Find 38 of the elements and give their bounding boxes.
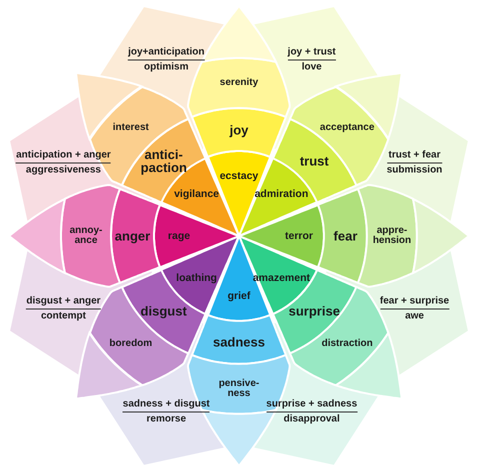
mild-emotion-label: boredom xyxy=(109,339,152,350)
dyad-emotion-label: awe xyxy=(380,308,450,322)
mild-emotion-label: distraction xyxy=(322,339,373,350)
basic-emotion-label: joy xyxy=(230,123,248,136)
basic-emotion-label: sadness xyxy=(212,336,265,349)
dyad-emotion-label: remorse xyxy=(122,411,210,424)
mild-emotion-label: appre- hension xyxy=(372,226,412,246)
dyad-emotion-label: contempt xyxy=(26,308,101,322)
intense-emotion-label: loathing xyxy=(176,273,217,284)
dyad-emotion-label: optimism xyxy=(128,60,204,73)
dyad-formula-label: surprise + sadness xyxy=(266,399,358,410)
dyad-formula-label: trust + fear xyxy=(388,150,442,161)
basic-emotion-label: fear xyxy=(334,229,358,242)
intense-emotion-label: ecstacy xyxy=(220,170,258,182)
dyad-formula-label: disgust + anger xyxy=(26,296,101,306)
basic-emotion-label: antici- paction xyxy=(140,148,187,174)
intense-emotion-label: vigilance xyxy=(174,188,220,199)
basic-emotion-label: trust xyxy=(300,154,329,168)
mild-emotion-label: serenity xyxy=(220,78,258,88)
mild-emotion-label: annoy- ance xyxy=(68,226,104,246)
dyad-emotion-label: submission xyxy=(386,162,442,176)
basic-emotion-label: disgust xyxy=(140,304,187,318)
dyad-formula-label: joy + trust xyxy=(288,48,336,58)
mild-emotion-label: interest xyxy=(112,122,149,133)
dyad-formula-label: joy+anticipation xyxy=(128,48,204,58)
mild-emotion-label: pensive- ness xyxy=(218,378,260,399)
basic-emotion-label: anger xyxy=(114,229,150,242)
dyad-emotion-label: love xyxy=(288,60,336,73)
basic-emotion-label: surprise xyxy=(288,304,340,318)
dyad-emotion-label: aggressiveness xyxy=(16,162,111,176)
intense-emotion-label: rage xyxy=(168,230,190,242)
intense-emotion-label: grief xyxy=(228,290,250,302)
dyad-formula-label: fear + surprise xyxy=(380,296,450,306)
mild-emotion-label: acceptance xyxy=(320,122,374,133)
dyad-formula-label: anticipation + anger xyxy=(16,150,111,161)
dyad-emotion-label: disapproval xyxy=(266,411,358,424)
dyad-formula-label: sadness + disgust xyxy=(122,399,210,410)
intense-emotion-label: terror xyxy=(285,230,313,242)
